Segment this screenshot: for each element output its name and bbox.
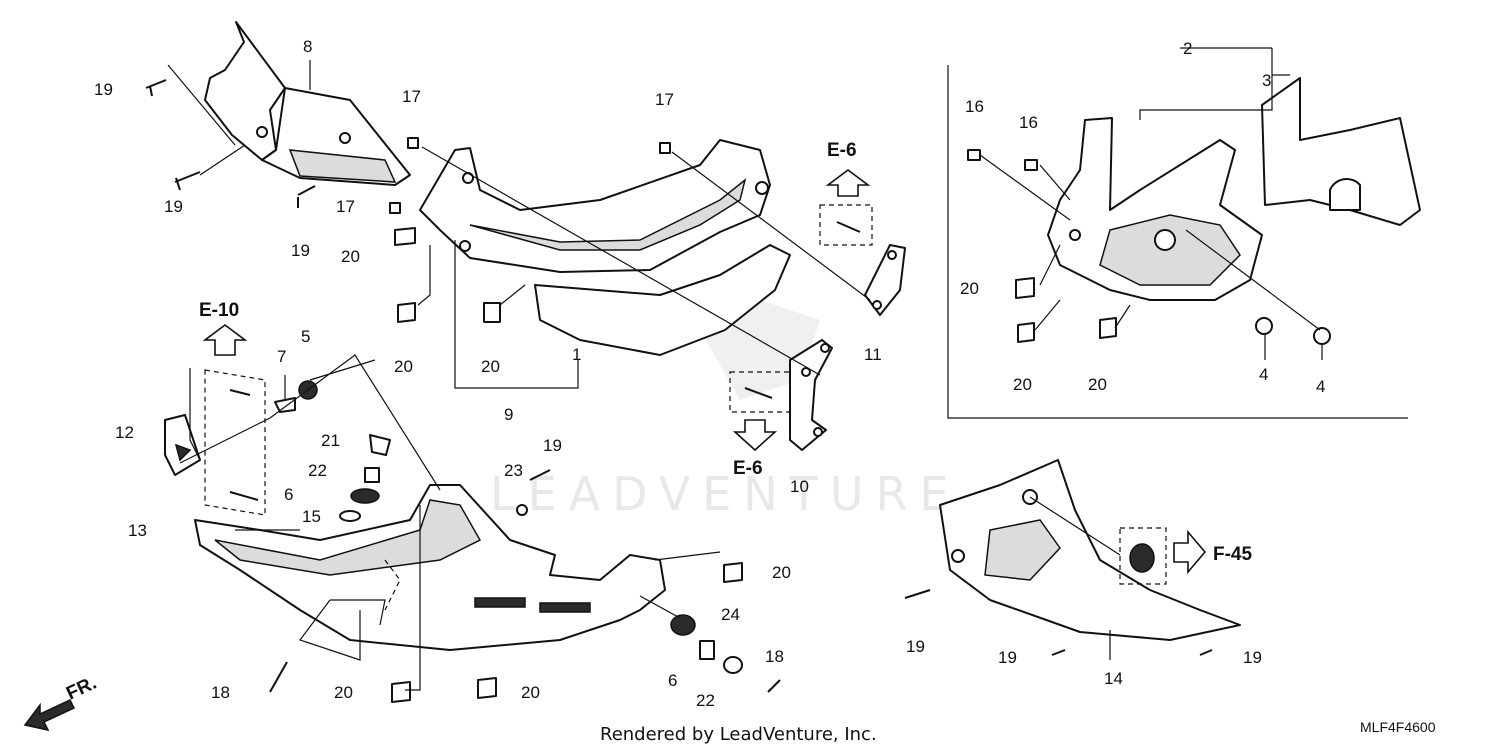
screws: [145, 79, 1213, 693]
callout-19: 19: [906, 637, 925, 656]
ref-e6-bottom[interactable]: E-6: [733, 458, 763, 479]
callout-9: 9: [504, 405, 513, 424]
callout-20: 20: [960, 279, 979, 298]
callout-18: 18: [211, 683, 230, 702]
callout-5: 5: [301, 327, 310, 346]
callout-21: 21: [321, 431, 340, 450]
part-12-bracket: [164, 414, 201, 476]
part-13-lower-cowl: [194, 484, 666, 651]
callout-20: 20: [334, 683, 353, 702]
callout-19: 19: [543, 436, 562, 455]
callout-15: 15: [302, 507, 321, 526]
callout-17: 17: [402, 87, 421, 106]
part-11-stay: [864, 244, 906, 316]
callout-1: 1: [572, 345, 581, 364]
callout-8: 8: [303, 37, 312, 56]
callout-6: 6: [284, 485, 293, 504]
callout-4: 4: [1259, 365, 1268, 384]
callout-6: 6: [668, 671, 677, 690]
clips: [391, 227, 1117, 703]
callout-19: 19: [291, 241, 310, 260]
callout-20: 20: [1088, 375, 1107, 394]
callout-20: 20: [521, 683, 540, 702]
callout-24: 24: [721, 605, 740, 624]
inset-frame: [947, 65, 1408, 419]
callout-19: 19: [94, 80, 113, 99]
part-1-panel: [534, 244, 791, 356]
e10-arrow: [202, 324, 248, 356]
part-8-bracket: [204, 21, 411, 186]
callout-20: 20: [481, 357, 500, 376]
dashed-boxes: [204, 204, 1167, 611]
callout-22: 22: [308, 461, 327, 480]
ref-e10[interactable]: E-10: [199, 300, 239, 321]
diagram-code: MLF4F4600: [1360, 719, 1436, 735]
part-3-cover: [1261, 77, 1421, 226]
part-2-bracket: [1047, 117, 1263, 301]
reference-arrows: [202, 169, 1207, 575]
callout-20: 20: [772, 563, 791, 582]
watermark: LEADVENTURE: [490, 300, 961, 521]
callout-20: 20: [394, 357, 413, 376]
callout-16: 16: [1019, 113, 1038, 132]
watermark-text: LEADVENTURE: [490, 467, 961, 521]
e6-bottom-arrow: [732, 419, 778, 452]
ref-f45[interactable]: F-45: [1213, 544, 1253, 565]
callout-14: 14: [1104, 669, 1123, 688]
footer-credit: Rendered by LeadVenture, Inc.: [600, 724, 877, 745]
callout-23: 23: [504, 461, 523, 480]
svg-text:FR.: FR.: [63, 673, 100, 705]
callout-labels: 8 19 19 19 17 17 17 20 20 20 1 9 11 10 2…: [94, 37, 1325, 710]
callout-11: 11: [864, 345, 882, 364]
front-direction-arrow: FR.: [23, 673, 100, 732]
ref-e6-top[interactable]: E-6: [827, 140, 857, 161]
callout-19: 19: [164, 197, 183, 216]
callout-19: 19: [1243, 648, 1262, 667]
callout-13: 13: [128, 521, 147, 540]
part-9-cowl: [419, 139, 771, 273]
callout-18: 18: [765, 647, 784, 666]
callout-20: 20: [1013, 375, 1032, 394]
callout-7: 7: [277, 347, 286, 366]
callout-4: 4: [1316, 377, 1325, 396]
callout-12: 12: [115, 423, 134, 442]
callout-10: 10: [790, 477, 809, 496]
callout-20: 20: [341, 247, 360, 266]
callout-3: 3: [1262, 71, 1271, 90]
callout-2: 2: [1183, 39, 1192, 58]
part-10-stay: [789, 339, 833, 451]
callout-16: 16: [965, 97, 984, 116]
callout-19: 19: [998, 648, 1017, 667]
f45-arrow: [1173, 529, 1207, 575]
part-14-lower-cowl: [939, 459, 1241, 641]
reference-labels: E-6 E-10 E-6 F-45: [199, 140, 1253, 565]
leader-lines: [167, 47, 1323, 691]
callout-22: 22: [696, 691, 715, 710]
callout-17: 17: [655, 90, 674, 109]
callout-17: 17: [336, 197, 355, 216]
e6-top-arrow: [825, 169, 871, 197]
